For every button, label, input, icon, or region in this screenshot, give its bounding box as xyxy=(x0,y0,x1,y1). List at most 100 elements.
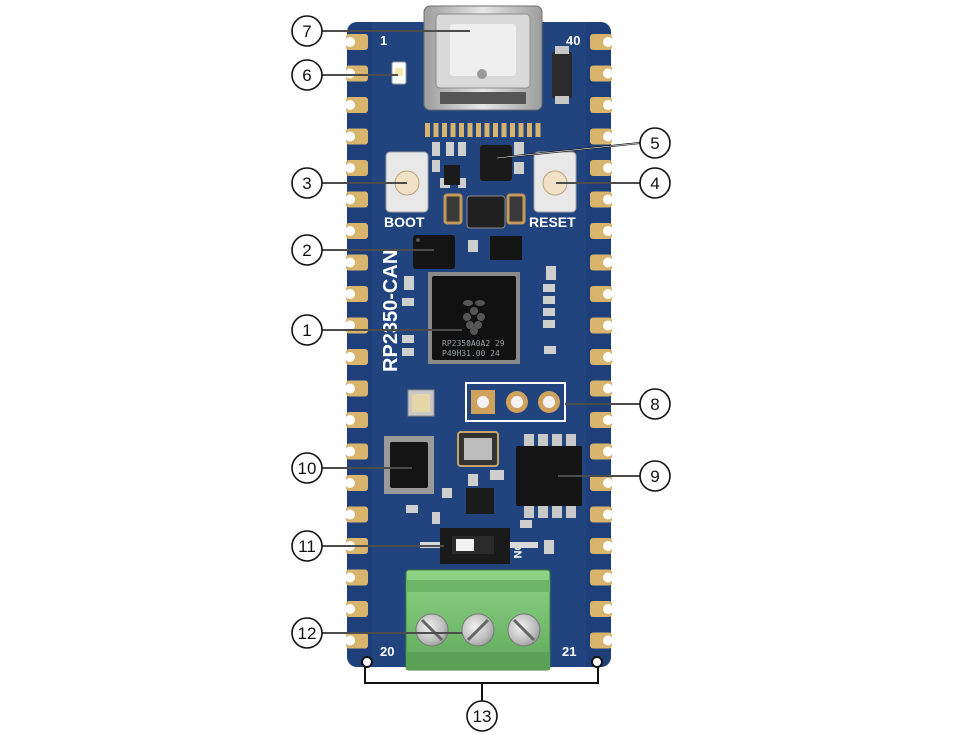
usb-c-connector xyxy=(423,5,543,111)
pin-pad xyxy=(590,128,613,145)
callout-number: 5 xyxy=(650,134,659,153)
pin-pad xyxy=(345,569,368,586)
callout-number: 3 xyxy=(302,174,311,193)
usb-pin xyxy=(510,123,515,137)
flash-chip xyxy=(413,235,455,269)
callout-circle xyxy=(639,167,671,199)
callout-13: 13 xyxy=(466,700,498,732)
pin-pad xyxy=(590,412,613,428)
callout-1: 1 xyxy=(291,314,462,346)
callout-number: 9 xyxy=(650,467,659,486)
pin-pad xyxy=(345,97,368,113)
callout-circle xyxy=(639,460,671,492)
pin-pad xyxy=(345,475,368,491)
pin-pad xyxy=(345,506,368,523)
usb-pin xyxy=(493,123,498,137)
pin-label-20: 20 xyxy=(380,644,394,659)
callout-number: 6 xyxy=(302,66,311,85)
callout-circle xyxy=(291,234,323,266)
pin-pad xyxy=(345,380,368,397)
crystal-top xyxy=(464,438,492,460)
pin-pad xyxy=(345,632,368,649)
pin-pad xyxy=(345,65,368,82)
callout-4: 4 xyxy=(556,167,671,199)
usb-solder-pins xyxy=(425,123,541,137)
pin-pad xyxy=(590,97,613,113)
boot-label: BOOT xyxy=(384,214,425,230)
pin-pad xyxy=(590,254,613,271)
regulator-chip xyxy=(490,236,522,260)
pin-pad xyxy=(345,412,368,428)
pin-pad xyxy=(345,286,368,302)
pin-pad xyxy=(590,223,613,239)
usb-pin xyxy=(425,123,430,137)
callout-9: 9 xyxy=(558,460,671,492)
pin-pad xyxy=(590,317,613,334)
pin-pad xyxy=(590,538,613,554)
callout-circle xyxy=(291,314,323,346)
usb-pin xyxy=(535,123,541,137)
callout-circle xyxy=(291,452,323,484)
pin-pads-right xyxy=(590,34,613,649)
usb-pin xyxy=(501,123,507,137)
reset-label: RESET xyxy=(529,214,576,230)
callout-6: 6 xyxy=(291,59,398,91)
pin-pad xyxy=(345,160,368,176)
pin-pad xyxy=(590,475,613,491)
pin-pad xyxy=(590,65,613,82)
usb-pin xyxy=(484,123,490,137)
callout-number: 8 xyxy=(650,395,659,414)
callout-circle xyxy=(466,700,498,732)
chip-marking-2: P49H31.00 24 xyxy=(442,349,500,358)
usb-pin xyxy=(476,123,481,137)
can-controller-chip xyxy=(384,436,434,494)
diode-lead-top xyxy=(555,46,569,54)
callout-number: 4 xyxy=(650,174,659,193)
diode-lead-bottom xyxy=(555,96,569,104)
callout-number: 2 xyxy=(302,241,311,260)
callout-circle xyxy=(291,530,323,562)
power-components xyxy=(443,193,526,229)
three-pin-header xyxy=(465,382,566,422)
mosfet xyxy=(466,488,494,514)
pin-pad xyxy=(345,317,368,334)
callout-number: 11 xyxy=(298,537,316,556)
usb-pin xyxy=(433,123,439,137)
power-led-lens xyxy=(395,68,403,76)
switch-lead-right xyxy=(510,542,538,548)
pin20-marker xyxy=(361,656,373,668)
callout-3: 3 xyxy=(291,167,407,199)
pin-pad xyxy=(345,254,368,271)
callout-5: 5 xyxy=(496,127,671,159)
termination-switch[interactable] xyxy=(440,528,510,564)
usb-pin xyxy=(442,123,447,137)
pin-pad xyxy=(590,380,613,397)
callout-circle xyxy=(639,388,671,420)
callout-number: 12 xyxy=(298,624,317,643)
pin-pad xyxy=(590,506,613,523)
pin-pad xyxy=(590,286,613,302)
pin-pad xyxy=(590,34,613,50)
transistor xyxy=(444,165,460,185)
pin-pad xyxy=(345,443,368,460)
usb-chip xyxy=(480,145,512,181)
usb-pin xyxy=(518,123,524,137)
pin-pad xyxy=(590,349,613,365)
callout-circle xyxy=(291,59,323,91)
callout-circle xyxy=(291,617,323,649)
callout-number: 13 xyxy=(473,707,492,726)
pin-pad xyxy=(590,569,613,586)
callout-circle xyxy=(291,15,323,47)
usb-pin xyxy=(527,123,532,137)
callout-number: 10 xyxy=(298,459,317,478)
callout-8: 8 xyxy=(565,388,671,420)
pin-label-1: 1 xyxy=(380,33,387,48)
pin-pad xyxy=(590,443,613,460)
pin-label-40: 40 xyxy=(566,33,580,48)
callout-11: 11 xyxy=(291,530,444,562)
pin-pad xyxy=(590,160,613,176)
raspberry-logo-icon xyxy=(463,300,485,335)
pin-label-21: 21 xyxy=(562,644,576,659)
pin-pad xyxy=(345,601,368,617)
